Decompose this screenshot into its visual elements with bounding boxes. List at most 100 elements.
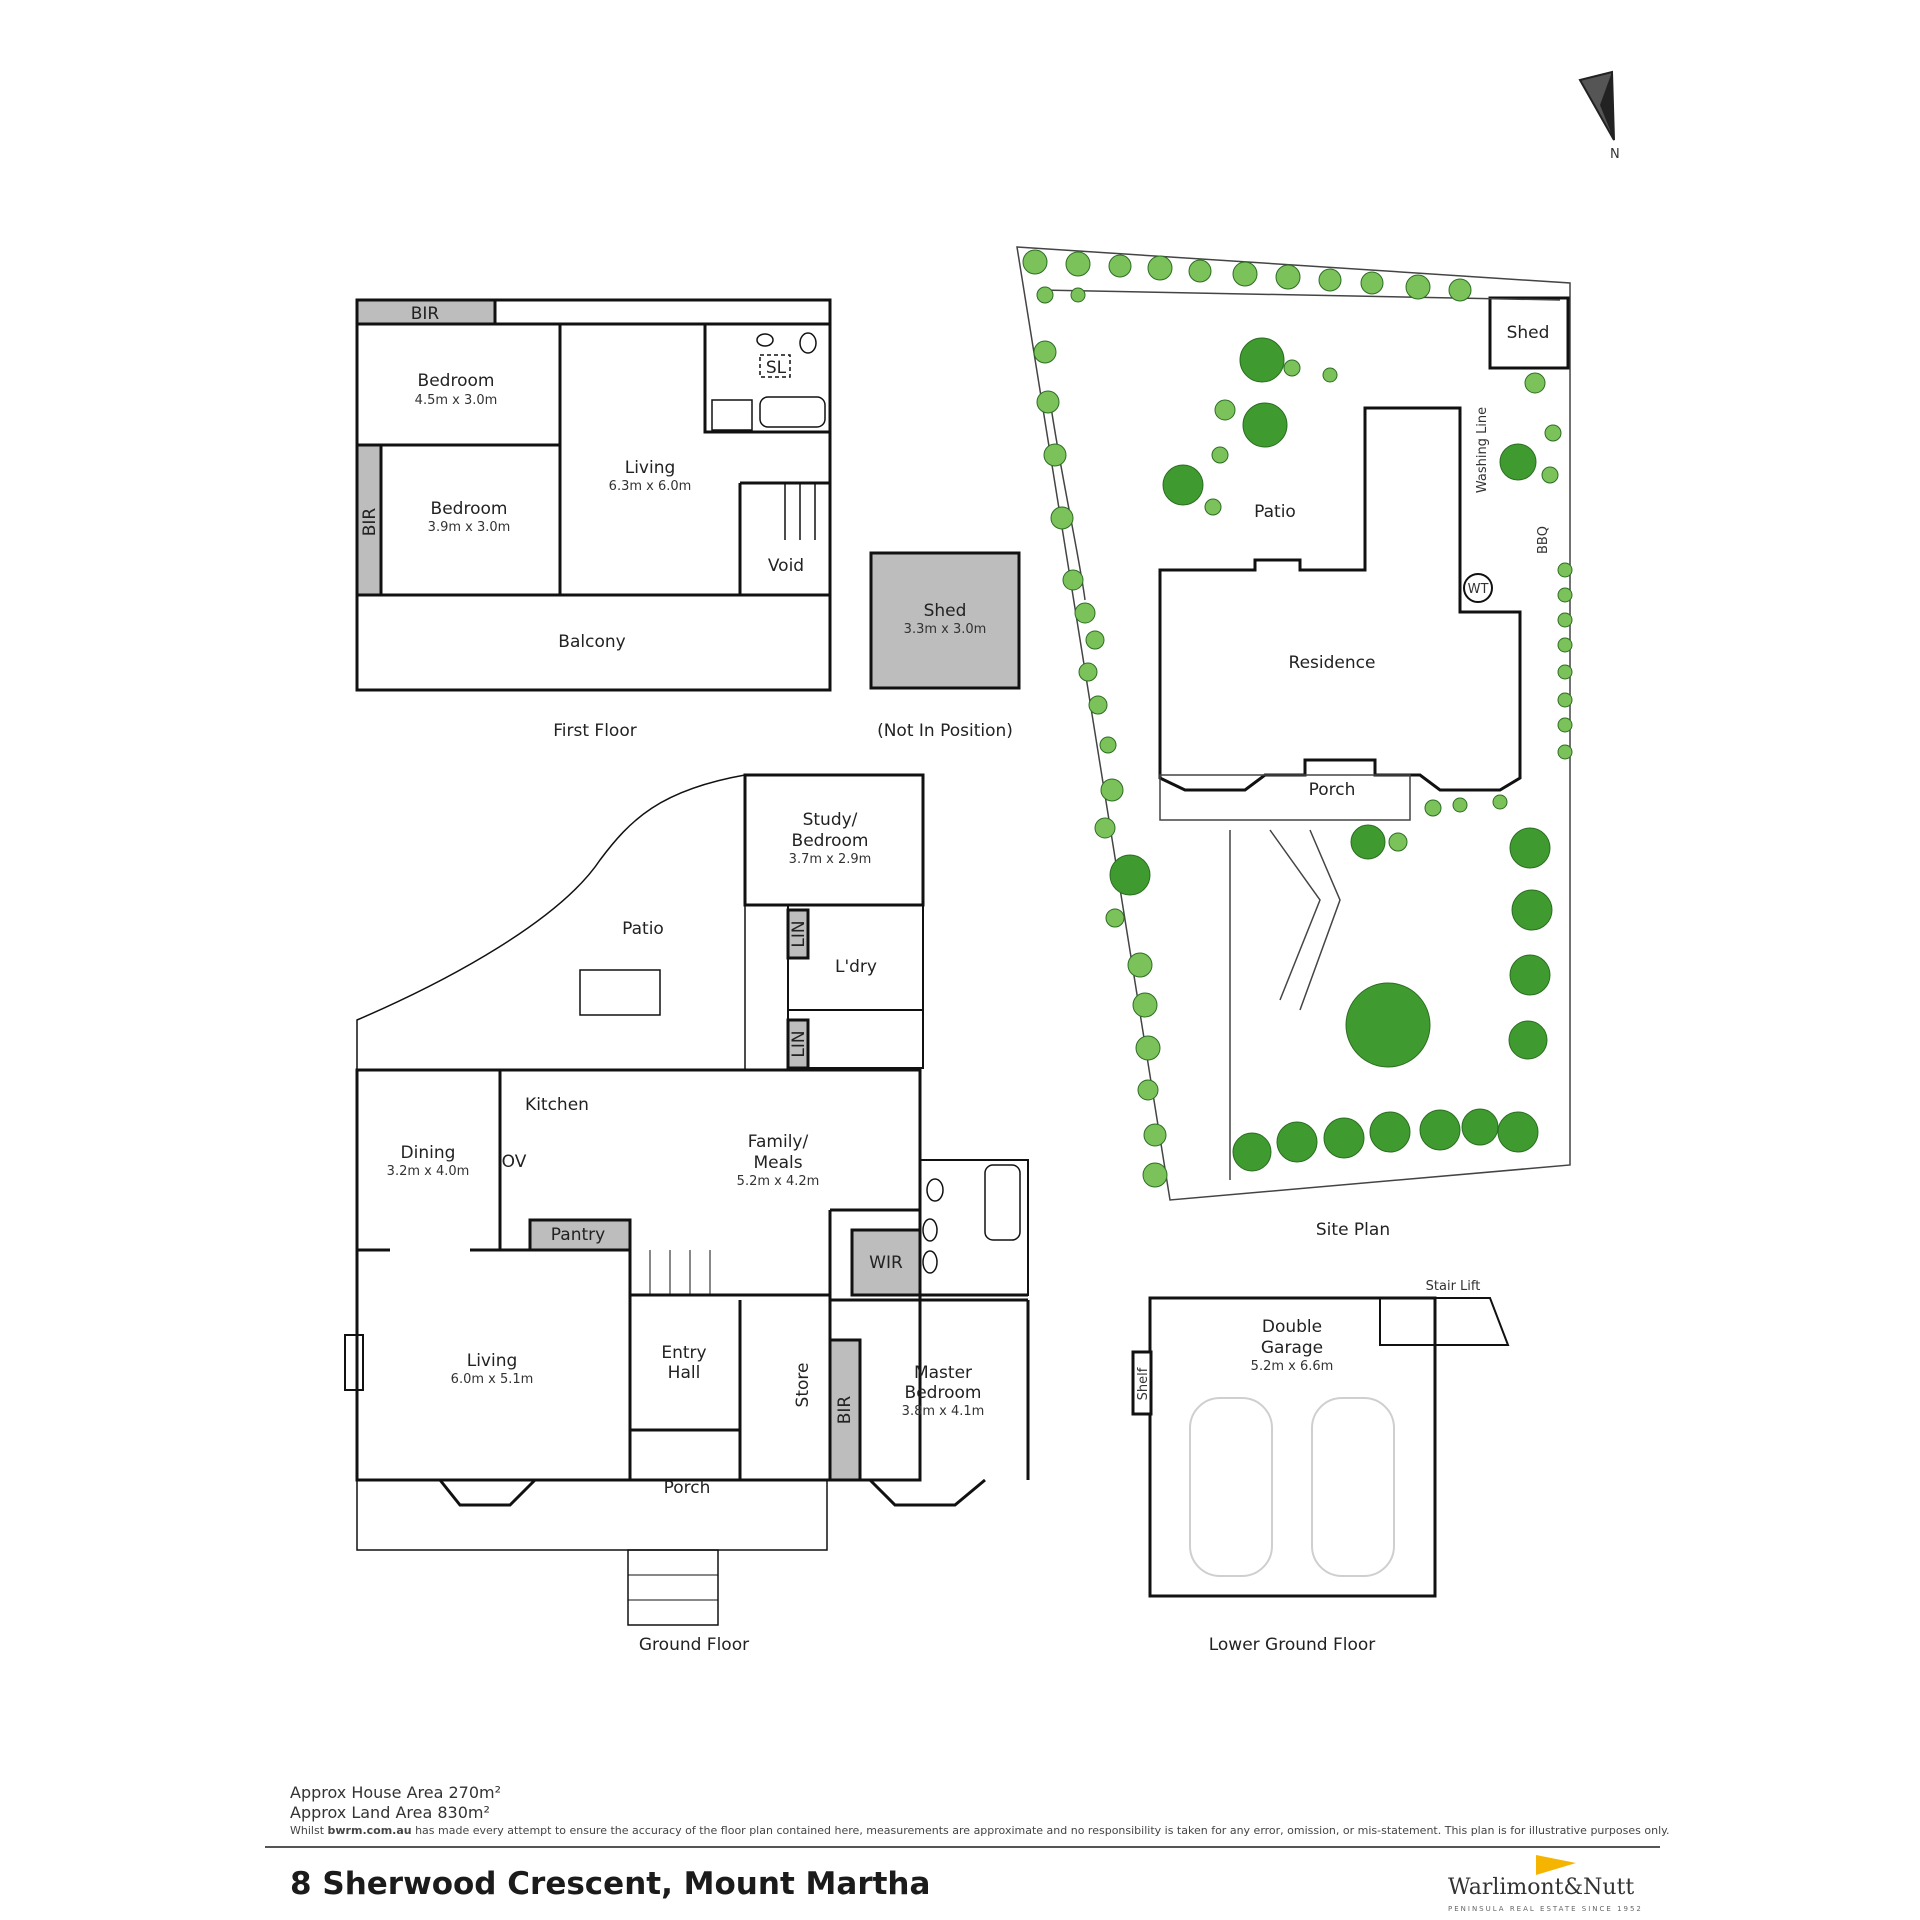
gf-dining-label: Dining xyxy=(401,1143,456,1163)
tree-icon xyxy=(1050,506,1074,530)
tree-icon xyxy=(1105,908,1125,928)
gf-lin2-label: LIN xyxy=(789,1030,809,1057)
tree-icon xyxy=(1100,778,1124,802)
disclaimer-pre: Whilst xyxy=(290,1824,328,1837)
tree-icon xyxy=(1541,466,1559,484)
tree-icon xyxy=(1350,824,1386,860)
lg-stair-lift-label: Stair Lift xyxy=(1426,1279,1481,1294)
tree-icon xyxy=(1211,446,1229,464)
ground-floor-plan xyxy=(344,773,1030,1626)
north-label: N xyxy=(1610,147,1620,162)
ff-bedroom1-label: Bedroom xyxy=(418,371,495,391)
gf-study-label1: Study/ xyxy=(803,810,858,830)
gf-bir-label: BIR xyxy=(835,1396,855,1425)
tree-icon xyxy=(1557,637,1573,653)
tree-icon xyxy=(1405,274,1431,300)
water-tank-icon xyxy=(1463,573,1493,603)
brand-logo: Warlimont&Nutt PENINSULA REAL ESTATE SIN… xyxy=(1448,1855,1648,1915)
lower-ground-caption: Lower Ground Floor xyxy=(1209,1635,1376,1655)
tree-icon xyxy=(1232,261,1258,287)
gf-pantry-label: Pantry xyxy=(551,1225,605,1245)
ff-bir-top-label: BIR xyxy=(411,304,440,324)
tree-icon xyxy=(1070,287,1086,303)
house-area-text: Approx House Area 270m² xyxy=(290,1783,502,1802)
disclaimer-post: has made every attempt to ensure the acc… xyxy=(411,1824,1670,1837)
gf-master-dims: 3.8m x 4.1m xyxy=(902,1404,985,1419)
tree-icon xyxy=(1322,367,1338,383)
tree-icon xyxy=(1557,612,1573,628)
tree-icon xyxy=(1099,736,1117,754)
tree-icon xyxy=(1043,443,1067,467)
tree-icon xyxy=(1033,340,1057,364)
tree-icon xyxy=(1557,692,1573,708)
tree-icon xyxy=(1419,1109,1461,1151)
property-address: 8 Sherwood Crescent, Mount Martha xyxy=(290,1866,931,1902)
north-arrow-icon: N xyxy=(1578,70,1620,162)
gf-study-label2: Bedroom xyxy=(792,831,869,851)
tree-icon xyxy=(1239,337,1285,383)
tree-icon xyxy=(1232,1132,1272,1172)
shed-caption: (Not In Position) xyxy=(877,721,1013,741)
gf-family-label1: Family/ xyxy=(748,1132,809,1152)
gf-porch-label: Porch xyxy=(664,1478,711,1498)
tree-icon xyxy=(1511,889,1553,931)
tree-icon xyxy=(1214,399,1236,421)
lg-garage-label2: Garage xyxy=(1261,1338,1323,1358)
lg-garage-dims: 5.2m x 6.6m xyxy=(1251,1359,1334,1374)
lower-ground-plan xyxy=(1131,1296,1510,1598)
tree-icon xyxy=(1162,464,1204,506)
gf-kitchen-label: Kitchen xyxy=(525,1095,589,1115)
tree-icon xyxy=(1448,278,1472,302)
site-patio-label: Patio xyxy=(1254,502,1296,522)
ff-balcony-label: Balcony xyxy=(558,632,625,652)
ff-bedroom1-dims: 4.5m x 3.0m xyxy=(415,393,498,408)
gf-family-dims: 5.2m x 4.2m xyxy=(737,1174,820,1189)
brand-tagline: PENINSULA REAL ESTATE SINCE 1952 xyxy=(1448,1905,1643,1913)
ff-sl-label: SL xyxy=(766,358,787,378)
site-washing-line-label: Washing Line xyxy=(1475,407,1490,493)
tree-icon xyxy=(1074,602,1096,624)
site-plan-drawing xyxy=(1016,246,1571,1201)
tree-icon xyxy=(1497,1111,1539,1153)
gf-master-label2: Bedroom xyxy=(905,1383,982,1403)
tree-icon xyxy=(1492,794,1508,810)
disclaimer-text: Whilst bwrm.com.au has made every attemp… xyxy=(290,1824,1670,1837)
footer-divider xyxy=(265,1846,1660,1848)
ff-bir-side-label: BIR xyxy=(360,508,380,537)
tree-icon xyxy=(1360,271,1384,295)
ff-bedroom2-label: Bedroom xyxy=(431,499,508,519)
tree-icon xyxy=(1509,827,1551,869)
site-trees xyxy=(1022,249,1573,1188)
tree-icon xyxy=(1424,799,1442,817)
brand-name: Warlimont&Nutt xyxy=(1448,1875,1635,1900)
gf-ov-label: OV xyxy=(502,1152,527,1172)
tree-icon xyxy=(1242,402,1288,448)
tree-icon xyxy=(1557,562,1573,578)
site-residence-label: Residence xyxy=(1289,653,1376,673)
tree-icon xyxy=(1557,587,1573,603)
tree-icon xyxy=(1137,1079,1159,1101)
tree-icon xyxy=(1275,264,1301,290)
tree-icon xyxy=(1345,982,1431,1068)
tree-icon xyxy=(1509,954,1551,996)
site-shed-label: Shed xyxy=(1507,323,1550,343)
tree-icon xyxy=(1499,443,1537,481)
tree-icon xyxy=(1452,797,1468,813)
tree-icon xyxy=(1065,251,1091,277)
gf-living-label: Living xyxy=(467,1351,518,1371)
ff-void-label: Void xyxy=(768,556,804,576)
tree-icon xyxy=(1388,832,1408,852)
tree-icon xyxy=(1088,695,1108,715)
gf-lin1-label: LIN xyxy=(789,920,809,947)
tree-icon xyxy=(1109,854,1151,896)
tree-icon xyxy=(1557,664,1573,680)
lg-shelf-label: Shelf xyxy=(1136,1367,1151,1400)
tree-icon xyxy=(1276,1121,1318,1163)
tree-icon xyxy=(1557,717,1573,733)
tree-icon xyxy=(1461,1108,1499,1146)
tree-icon xyxy=(1062,569,1084,591)
shed-label: Shed xyxy=(924,601,967,621)
gf-dining-dims: 3.2m x 4.0m xyxy=(387,1164,470,1179)
gf-entry-label1: Entry xyxy=(661,1343,706,1363)
first-floor-plan xyxy=(355,298,832,692)
